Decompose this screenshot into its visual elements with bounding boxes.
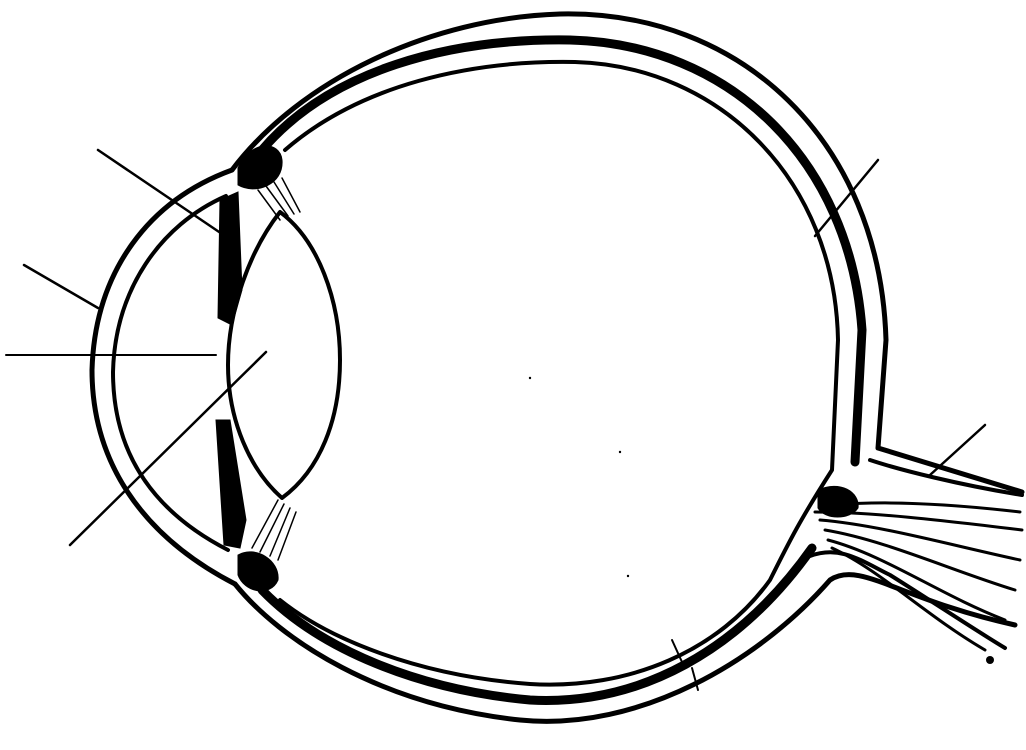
- leader-line-optic-nerve: [930, 425, 985, 475]
- iris-upper: [218, 192, 242, 325]
- speck-3: [627, 575, 629, 577]
- speck-1: [529, 377, 531, 379]
- optic-nerve-sheath-lower: [810, 552, 1005, 648]
- leader-line-iris: [24, 265, 98, 308]
- ciliary-body-lower: [238, 552, 278, 591]
- nerve-end-dot: [986, 656, 994, 664]
- speck-2: [619, 451, 621, 453]
- optic-nerve-sheath-upper: [870, 460, 1022, 495]
- lens: [228, 212, 340, 498]
- retina-inner-line: [280, 62, 838, 685]
- optic-disc: [818, 486, 858, 517]
- suspensory-ligaments: [252, 178, 300, 560]
- choroid-band-upper: [262, 40, 862, 462]
- leader-line-cornea-area: [98, 150, 228, 238]
